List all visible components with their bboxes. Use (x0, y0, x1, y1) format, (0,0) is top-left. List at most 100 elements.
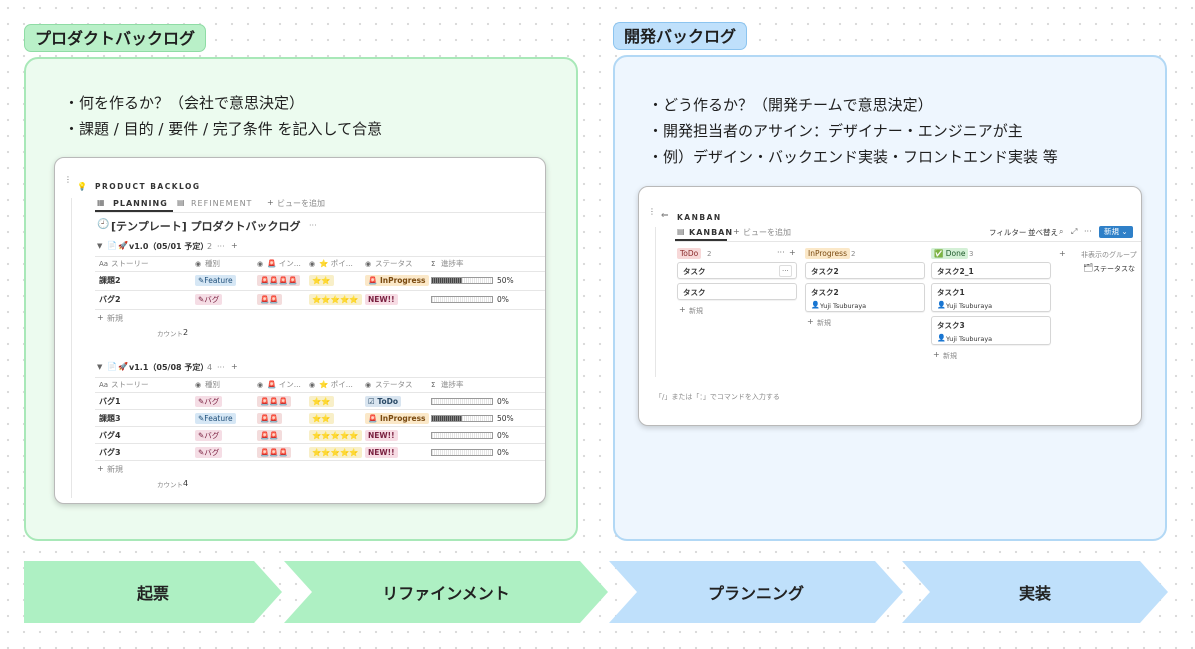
plus-icon[interactable]: + (789, 248, 796, 257)
story-cell[interactable]: バグ1 (99, 397, 121, 406)
kanban-card[interactable]: タスク2 (805, 262, 925, 279)
add-view-link[interactable]: ビューを追加 (277, 199, 325, 208)
product-bullets: 何を作るか？（会社で意思決定） 課題 / 目的 / 要件 / 完了条件 を記入し… (64, 90, 382, 142)
plus-icon[interactable]: + (97, 313, 104, 322)
column-header[interactable]: ⭐ ポイ... (319, 380, 353, 389)
column-header[interactable]: ステータス (375, 380, 413, 389)
new-button[interactable]: 新規 ⌄ (1099, 226, 1133, 238)
add-group-icon[interactable]: + (1059, 249, 1066, 258)
title-more[interactable]: ··· (309, 221, 317, 230)
kanban-card[interactable]: タスク2_1 (931, 262, 1051, 279)
column-header[interactable]: ストーリー (111, 259, 149, 268)
row-border (95, 290, 545, 291)
new-card-button[interactable]: 新規 (817, 319, 831, 327)
card-title: タスク2_1 (937, 267, 974, 276)
left-guide-line (71, 198, 72, 498)
kanban-column-count: 2 (851, 250, 856, 258)
new-row-button[interactable]: 新規 (107, 314, 123, 323)
product-bullet-1: 何を作るか？（会社で意思決定） (64, 90, 382, 116)
group-more[interactable]: ··· (217, 242, 225, 251)
kanban-card[interactable]: タスク1👤Yuji Tsuburaya (931, 283, 1051, 312)
tab-kanban[interactable]: KANBAN (689, 228, 734, 237)
status-pill: ☑ ToDo (365, 396, 401, 407)
column-type-icon: Aa (99, 381, 109, 389)
column-header[interactable]: 種別 (205, 259, 220, 268)
card-title: タスク1 (937, 288, 965, 297)
tab-planning[interactable]: PLANNING (113, 199, 168, 208)
column-type-icon: ◉ (257, 260, 264, 268)
command-hint[interactable]: 「/」または「：」でコマンドを入力する (655, 393, 780, 401)
column-header[interactable]: 進捗率 (441, 380, 464, 389)
point-pill: ⭐⭐⭐⭐⭐ (309, 430, 362, 441)
type-pill-label: Feature (204, 414, 233, 423)
row-border (95, 309, 545, 310)
backlog-header: PRODUCT BACKLOG (95, 182, 201, 191)
group-add-icon[interactable]: + (231, 241, 238, 250)
column-header[interactable]: ⭐ ポイ... (319, 259, 353, 268)
footer-count: 2 (183, 328, 189, 337)
story-cell[interactable]: 課題2 (99, 276, 121, 285)
sort-button[interactable]: 並べ替え (1028, 228, 1058, 237)
column-header[interactable]: 進捗率 (441, 259, 464, 268)
group-toggle-icon[interactable]: ▼ (97, 363, 103, 371)
column-header[interactable]: 種別 (205, 380, 220, 389)
column-header[interactable]: 🚨 イン... (267, 259, 301, 268)
progress-bar (431, 398, 493, 405)
active-tab-underline (675, 239, 727, 241)
column-header[interactable]: 🚨 イン... (267, 380, 301, 389)
story-cell[interactable]: 課題3 (99, 414, 121, 423)
table-row[interactable]: バグ3✎バグ🚨🚨🚨⭐⭐⭐⭐⭐NEW!!0% (95, 444, 545, 461)
kanban-column-count: 2 (707, 250, 712, 258)
more-icon[interactable]: ··· (777, 248, 785, 257)
add-view-link[interactable]: ビューを追加 (743, 228, 791, 237)
group-more[interactable]: ··· (217, 363, 225, 372)
plus-icon[interactable]: + (807, 317, 814, 326)
progress-text: 50% (497, 276, 514, 285)
row-border (95, 443, 545, 444)
plus-icon[interactable]: + (97, 464, 104, 473)
plus-icon[interactable]: + (933, 350, 940, 359)
kanban-column-name: InProgress (808, 249, 847, 258)
group-toggle-icon[interactable]: ▼ (97, 242, 103, 250)
rocket-icon: 🚀 (118, 241, 128, 250)
column-header[interactable]: ストーリー (111, 380, 149, 389)
column-type-icon: Σ (431, 260, 436, 268)
column-header[interactable]: ステータス (375, 259, 413, 268)
story-cell[interactable]: バグ4 (99, 431, 121, 440)
more-icon[interactable]: ··· (1084, 227, 1092, 236)
table-row[interactable]: バグ4✎バグ🚨🚨⭐⭐⭐⭐⭐NEW!!0% (95, 427, 545, 444)
filter-button[interactable]: フィルター (989, 228, 1027, 237)
card-assignee: Yuji Tsuburaya (946, 302, 993, 310)
new-card-button[interactable]: 新規 (943, 352, 957, 360)
hidden-group-item[interactable]: ステータスな (1093, 265, 1135, 273)
group-add-icon[interactable]: + (231, 362, 238, 371)
left-guide-line (655, 227, 656, 377)
card-more-icon[interactable]: ··· (779, 265, 792, 277)
story-cell[interactable]: バグ2 (99, 295, 121, 304)
header-bottom-border (95, 271, 545, 272)
search-icon[interactable]: ⌕ (1059, 227, 1064, 236)
tab-divider (675, 241, 1141, 242)
new-card-button[interactable]: 新規 (689, 307, 703, 315)
tab-refinement[interactable]: REFINEMENT (191, 199, 253, 208)
table-row[interactable]: バグ2✎バグ🚨🚨⭐⭐⭐⭐⭐NEW!!0% (95, 291, 545, 310)
kanban-column-pill: ✅ Done (931, 248, 969, 259)
story-cell[interactable]: バグ3 (99, 448, 121, 457)
kanban-card[interactable]: タスク2👤Yuji Tsuburaya (805, 283, 925, 312)
new-row-button[interactable]: 新規 (107, 465, 123, 474)
plus-icon[interactable]: + (679, 305, 686, 314)
type-pill: ✎Feature (195, 275, 236, 286)
kanban-column-name: Done (945, 249, 966, 258)
group-name: v1.0（05/01 予定） (129, 242, 209, 251)
expand-icon[interactable]: ⤢ (1071, 227, 1078, 236)
type-pill: ✎バグ (195, 430, 223, 441)
kanban-card[interactable]: タスク··· (677, 262, 797, 279)
kanban-card[interactable]: タスク3👤Yuji Tsuburaya (931, 316, 1051, 345)
progress-bar (431, 432, 493, 439)
kanban-card[interactable]: タスク (677, 283, 797, 300)
card-assignee: Yuji Tsuburaya (946, 335, 993, 343)
flow-step-2-label: リファインメント (382, 584, 510, 603)
